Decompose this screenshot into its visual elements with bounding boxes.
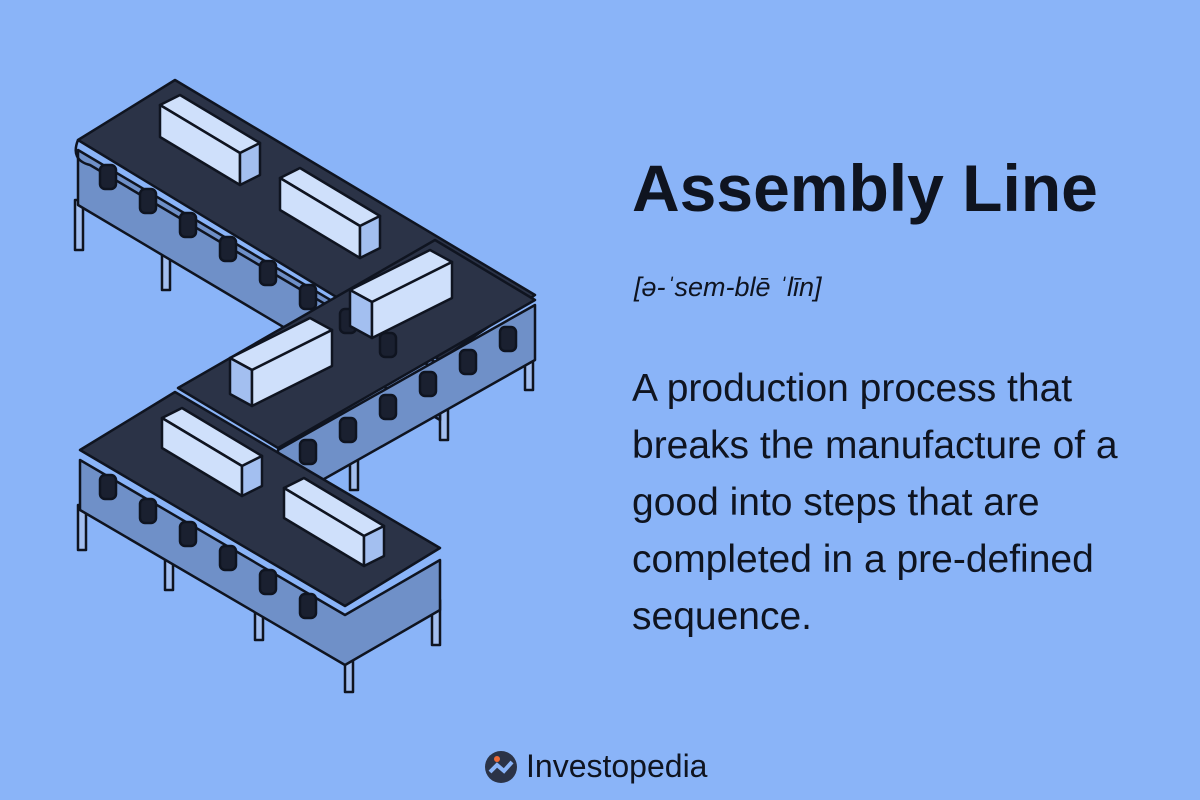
pronunciation: [ə-ˈsem-blē ˈlīn]	[634, 272, 822, 302]
investopedia-logo-icon	[485, 750, 517, 783]
box	[348, 248, 454, 340]
page-title: Assembly Line	[632, 151, 1098, 225]
definition-text: A production process that breaks the man…	[632, 367, 1118, 638]
brand-logo: Investopedia	[484, 748, 707, 785]
brand-name: Investopedia	[526, 748, 708, 784]
box	[228, 316, 334, 408]
box	[278, 166, 382, 260]
belt-teeth	[98, 163, 518, 620]
product-boxes	[158, 93, 454, 568]
box	[158, 93, 262, 187]
box	[160, 406, 264, 498]
box	[282, 476, 386, 568]
assembly-line-illustration	[73, 78, 537, 694]
